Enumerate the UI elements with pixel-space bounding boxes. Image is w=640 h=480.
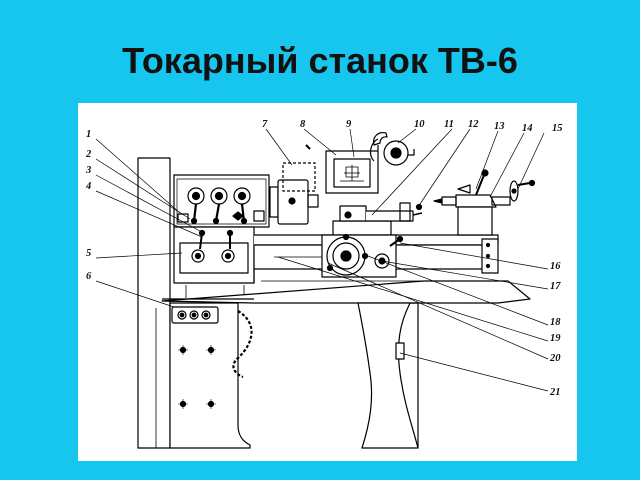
callout-5: 5 bbox=[86, 248, 91, 259]
right-cabinet bbox=[357, 302, 419, 449]
left-pedestal bbox=[137, 157, 171, 449]
left-cabinet bbox=[169, 302, 253, 449]
callout-15: 15 bbox=[552, 123, 563, 134]
callout-7: 7 bbox=[262, 119, 268, 130]
callout-numbers: 1 2 3 4 5 6 7 8 9 10 11 12 13 14 15 16 1… bbox=[85, 119, 563, 398]
carriage-apron bbox=[321, 202, 423, 278]
callout-16: 16 bbox=[550, 261, 561, 272]
chip-tray bbox=[161, 280, 531, 304]
callout-9: 9 bbox=[346, 119, 352, 130]
callout-10: 10 bbox=[414, 119, 425, 130]
callout-12: 12 bbox=[468, 119, 479, 130]
lathe-drawing: 1 2 3 4 5 6 7 8 9 10 11 12 13 14 15 16 1… bbox=[85, 119, 563, 449]
callout-8: 8 bbox=[300, 119, 306, 130]
callout-6: 6 bbox=[86, 271, 92, 282]
callout-17: 17 bbox=[550, 281, 561, 292]
headstock bbox=[173, 174, 270, 228]
gearbox bbox=[173, 226, 255, 298]
chip-guard bbox=[305, 144, 379, 194]
chuck bbox=[269, 179, 319, 225]
lathe-diagram: 1 2 3 4 5 6 7 8 9 10 11 12 13 14 15 16 1… bbox=[78, 103, 577, 461]
tailstock bbox=[433, 169, 536, 236]
callout-4: 4 bbox=[85, 181, 91, 192]
callout-11: 11 bbox=[444, 119, 454, 130]
callout-1: 1 bbox=[86, 129, 91, 140]
callout-19: 19 bbox=[550, 333, 561, 344]
belt-guard bbox=[282, 162, 316, 192]
callout-13: 13 bbox=[494, 121, 505, 132]
leader-lines bbox=[95, 128, 549, 392]
callout-18: 18 bbox=[550, 317, 561, 328]
work-lamp bbox=[369, 132, 415, 166]
callout-2: 2 bbox=[85, 149, 92, 160]
callout-20: 20 bbox=[549, 353, 561, 364]
callout-3: 3 bbox=[85, 165, 91, 176]
slide-title: Токарный станок ТВ-6 bbox=[122, 40, 518, 81]
callout-14: 14 bbox=[522, 123, 533, 134]
callout-21: 21 bbox=[549, 387, 561, 398]
